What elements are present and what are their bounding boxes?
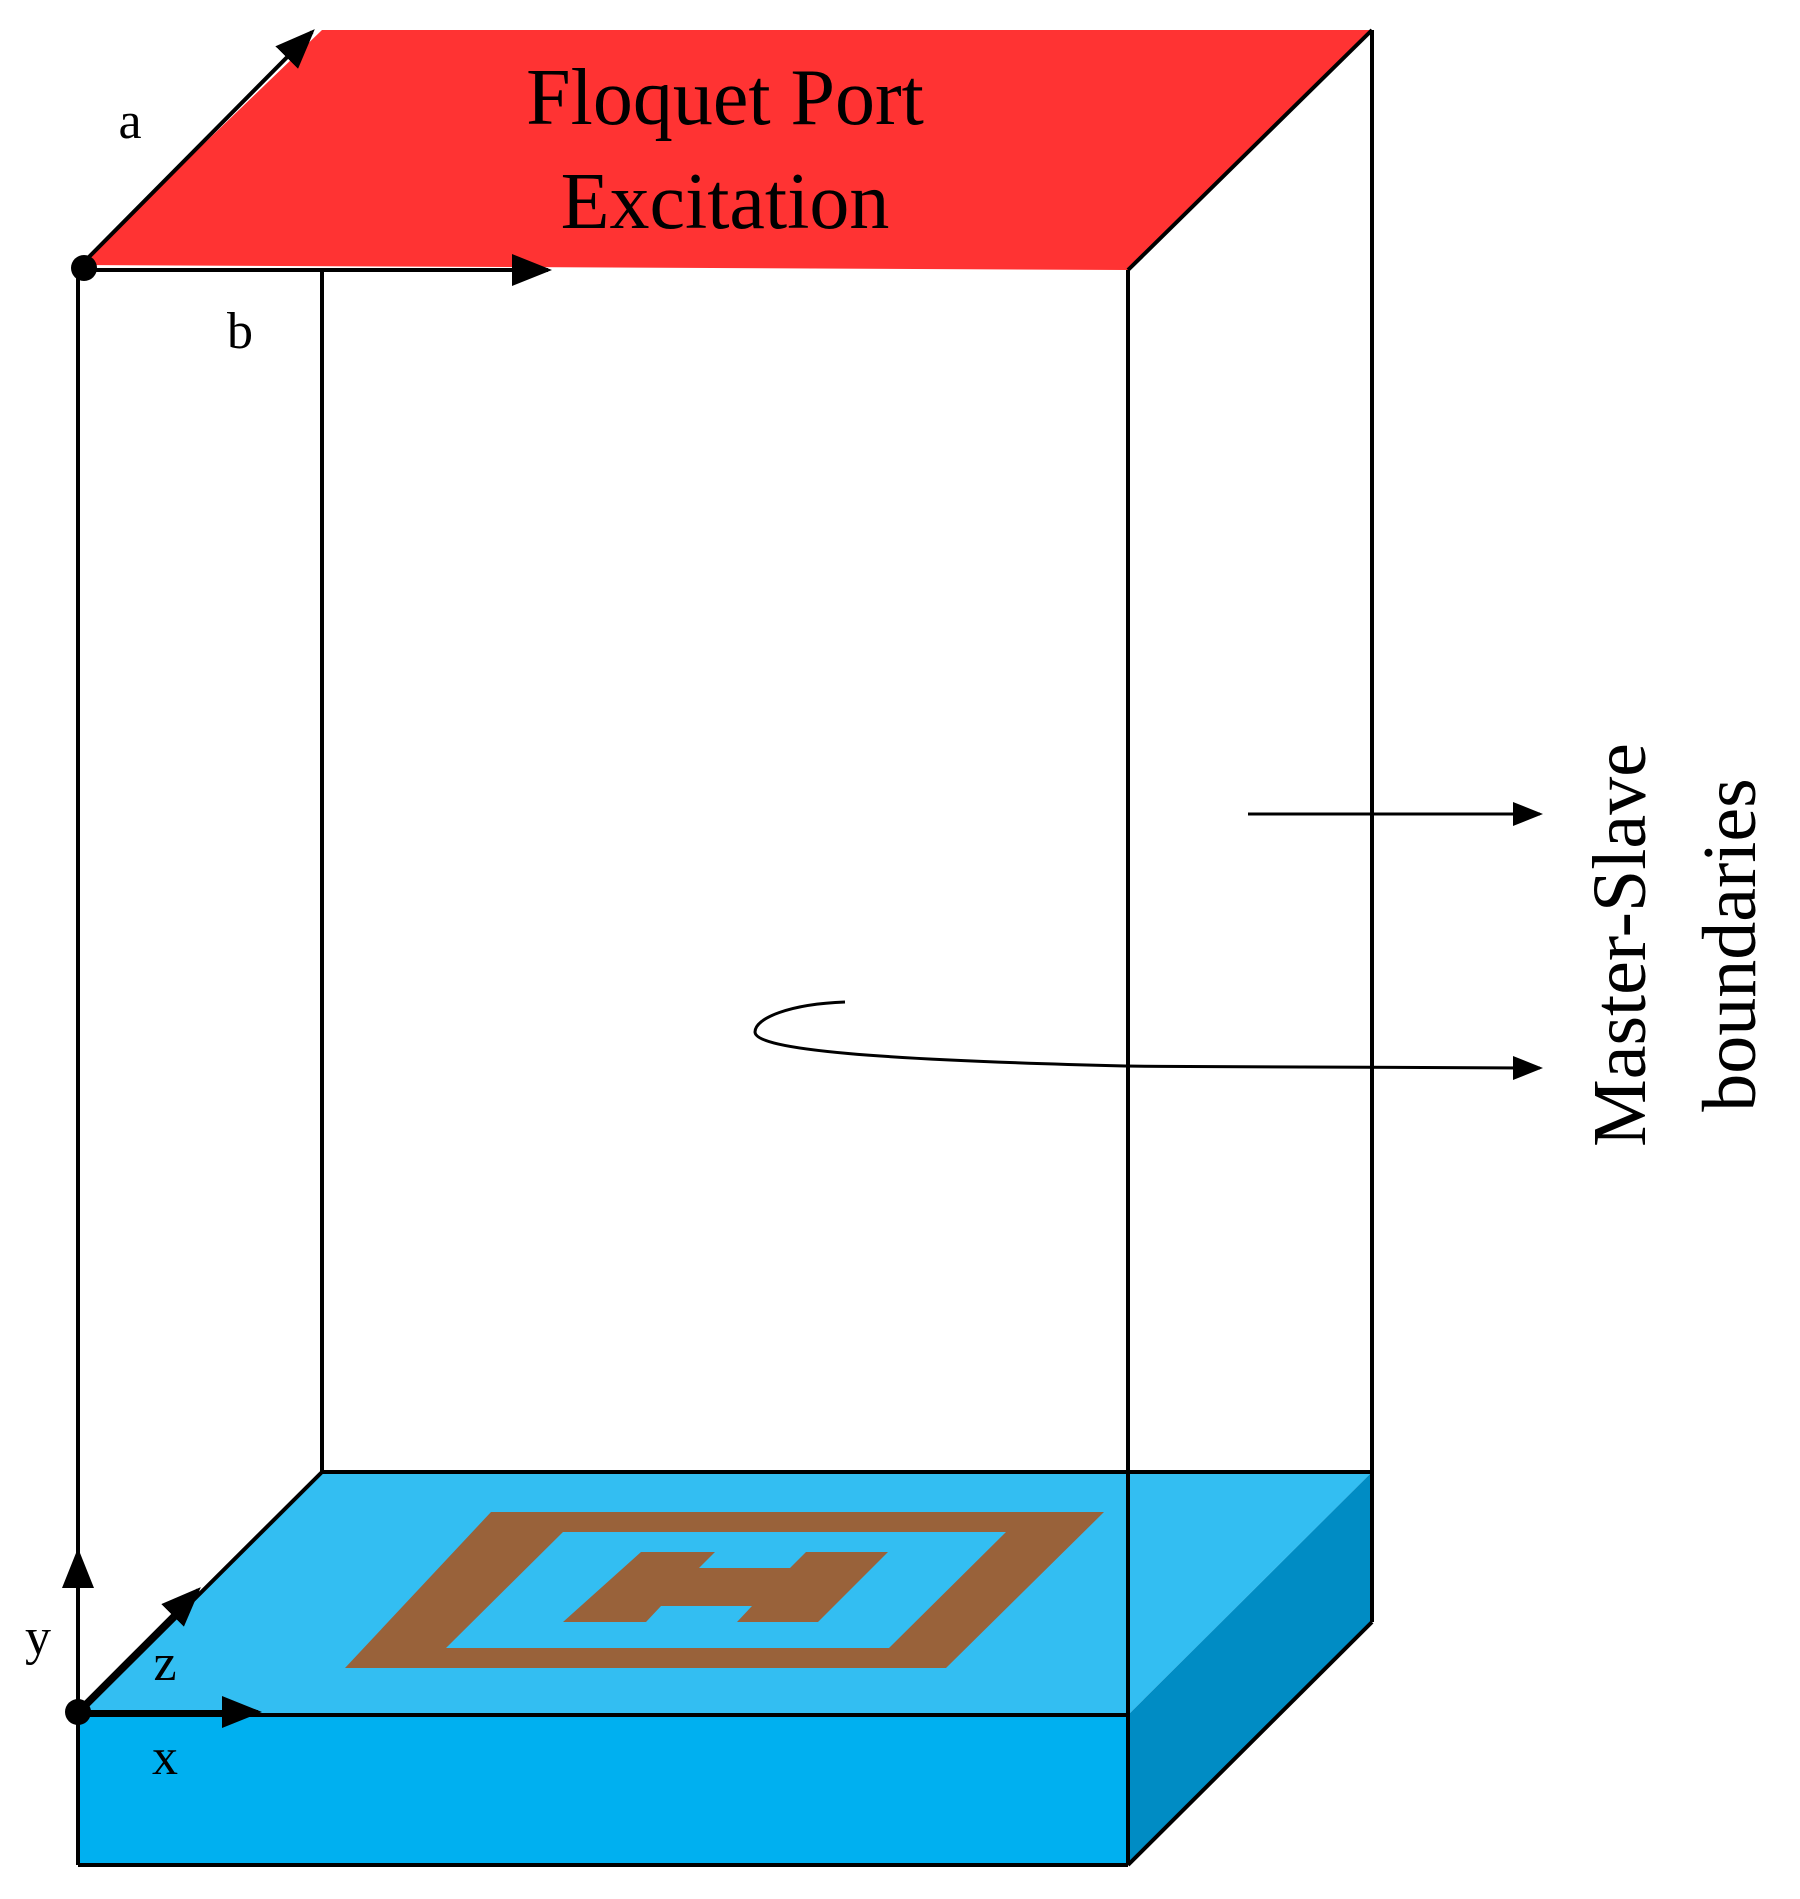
h-shaped-resonator [563,1552,888,1622]
a-axis-label: a [118,93,141,150]
floquet-port-title-line1: Floquet Port [526,54,924,142]
b-axis-label: b [227,303,253,360]
top-origin-dot [71,255,97,281]
bottom-origin-dot [65,1699,91,1725]
square-ring-resonator [345,1512,1104,1668]
z-axis-arrow [78,1587,201,1710]
z-axis-label: z [153,1635,176,1692]
y-axis-label: y [25,1609,51,1666]
master-slave-label-line2: boundaries [1688,778,1772,1111]
substrate-side-face [1128,1472,1372,1865]
floquet-port-title-line2: Excitation [561,158,890,246]
boundary-pointer-front [753,1000,1543,1080]
a-axis-arrow [82,29,315,264]
x-axis-label: x [152,1729,178,1786]
master-slave-label-line1: Master-Slave [1578,743,1662,1147]
floquet-port-face [78,30,1372,270]
substrate-front-face [78,1715,1128,1865]
master-slave-label: Master-Slave boundaries [1578,743,1772,1147]
